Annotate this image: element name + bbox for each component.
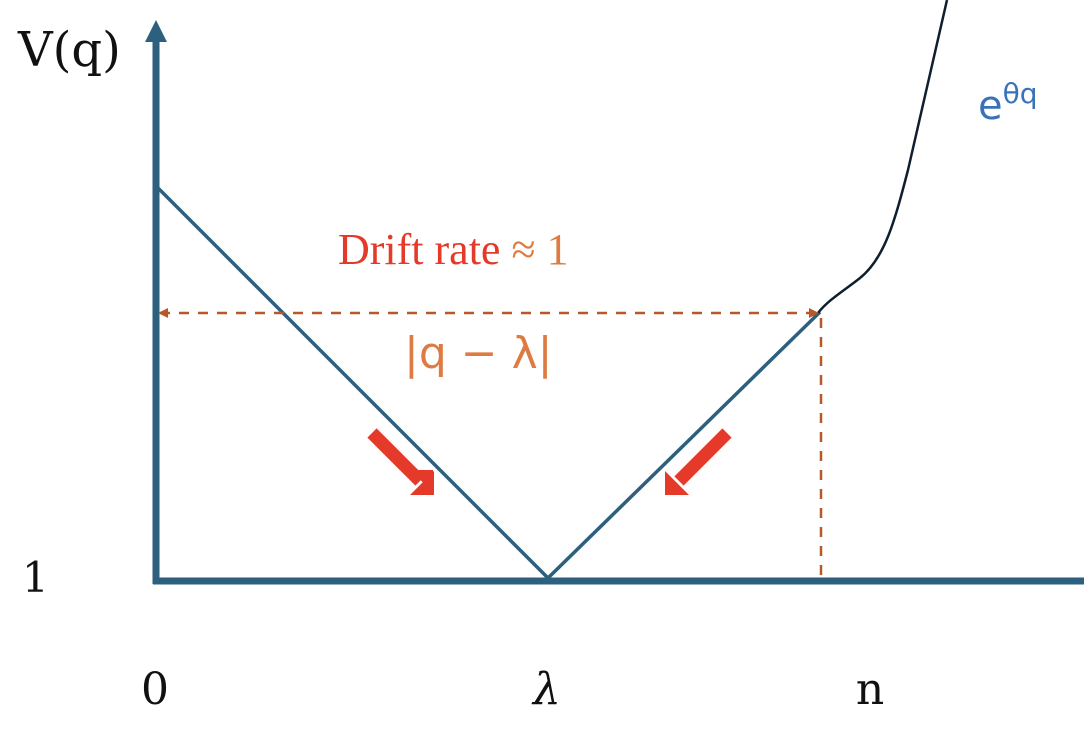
x-tick-zero: 0 xyxy=(141,664,169,715)
exp-exponent: θq xyxy=(1002,77,1038,110)
y-tick-label: 1 xyxy=(22,553,49,602)
drift-arrow-right-icon xyxy=(665,428,732,495)
y-axis-arrowhead-icon xyxy=(145,20,167,42)
drift-rate-annotation: Drift rate ≈ 1 xyxy=(338,228,569,272)
exponential-curve xyxy=(817,0,949,314)
drift-rate-text: Drift rate xyxy=(338,225,501,274)
y-axis-label: V(q) xyxy=(18,22,121,78)
exp-base: e xyxy=(978,83,1003,129)
exp-curve-label: eθq xyxy=(978,80,1038,129)
x-tick-n: n xyxy=(855,664,885,715)
drift-arrow-left-icon xyxy=(367,428,434,495)
v-shape-line xyxy=(156,186,822,581)
x-tick-lambda: λ xyxy=(533,664,561,715)
distance-label: |q − λ| xyxy=(404,328,553,379)
drift-rate-value: ≈ 1 xyxy=(511,225,569,274)
y-axis xyxy=(145,20,167,584)
